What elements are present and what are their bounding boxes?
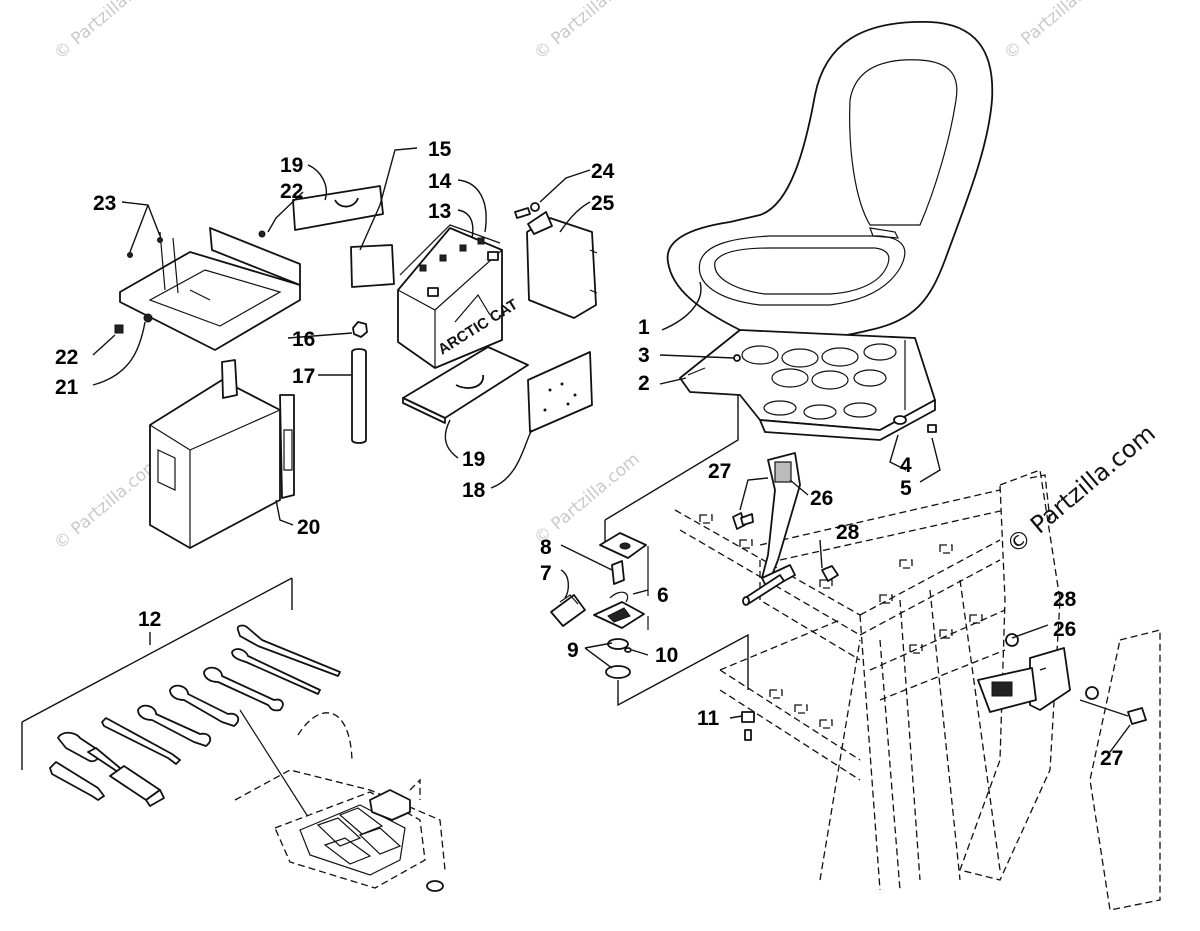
- leader-lines: [92, 147, 1131, 753]
- callout-10: 10: [655, 644, 678, 667]
- battery-pad-top: [292, 185, 395, 288]
- watermark: © Partzilla.com: [50, 0, 163, 64]
- callout-27-right: 27: [1100, 747, 1123, 770]
- callout-7: 7: [540, 562, 552, 585]
- callout-6: 6: [657, 584, 669, 607]
- callout-16: 16: [292, 328, 315, 351]
- tool-kit: [21, 577, 341, 821]
- callout-11: 11: [697, 707, 720, 730]
- watermark: © Partzilla.com: [530, 449, 643, 549]
- battery-box-bracket: [149, 359, 295, 549]
- battery-pad-bottom: [402, 346, 593, 433]
- callout-17: 17: [292, 365, 315, 388]
- callout-26-right: 26: [1053, 618, 1076, 641]
- callout-27-left: 27: [708, 460, 731, 483]
- callout-22-bottom: 22: [55, 346, 78, 369]
- vehicle-frame: [674, 469, 1161, 911]
- seat-belt-left: [732, 452, 839, 606]
- latch-plate-hardware: [741, 711, 755, 741]
- callout-22-top: 22: [280, 180, 303, 203]
- callout-18: 18: [462, 479, 486, 502]
- callout-5: 5: [900, 477, 912, 500]
- battery-tray: [114, 227, 301, 351]
- seat-belt-right: [977, 633, 1147, 725]
- seat-base-plate: [679, 329, 936, 441]
- tool-storage-compartment: [234, 712, 446, 892]
- callout-14: 14: [428, 170, 452, 193]
- callout-4: 4: [900, 454, 912, 477]
- seat-latch-assembly: [550, 395, 749, 707]
- callout-28-right: 28: [1053, 588, 1077, 611]
- callout-1: 1: [638, 316, 650, 339]
- callout-26-left: 26: [810, 487, 833, 510]
- watermark: © Partzilla.com: [530, 0, 643, 64]
- callout-3: 3: [638, 344, 650, 367]
- callout-13: 13: [428, 200, 451, 223]
- callout-24: 24: [591, 160, 615, 183]
- battery: ARCTIC CAT: [397, 224, 521, 369]
- callout-23: 23: [93, 192, 116, 215]
- callout-25: 25: [591, 192, 615, 215]
- callout-12: 12: [138, 608, 161, 631]
- callout-15: 15: [428, 138, 452, 161]
- watermark-large: © Partzilla.com: [1001, 419, 1161, 559]
- callout-19-top: 19: [280, 154, 303, 177]
- callout-21: 21: [55, 376, 79, 399]
- watermark: © Partzilla.com: [1000, 0, 1113, 64]
- callout-28-left: 28: [836, 521, 860, 544]
- callout-2: 2: [638, 372, 650, 395]
- battery-cover: [514, 202, 598, 319]
- callout-8: 8: [540, 536, 552, 559]
- rod-and-nut: [351, 321, 368, 444]
- watermark: © Partzilla.com: [50, 454, 163, 554]
- callout-19-bottom: 19: [462, 448, 485, 471]
- callout-labels: 1 3 2 4 5 15 14 13 19 22 23 24 25 22 21 …: [55, 138, 1123, 770]
- callout-9: 9: [567, 639, 579, 662]
- seat: [666, 21, 994, 341]
- callout-20: 20: [297, 516, 320, 539]
